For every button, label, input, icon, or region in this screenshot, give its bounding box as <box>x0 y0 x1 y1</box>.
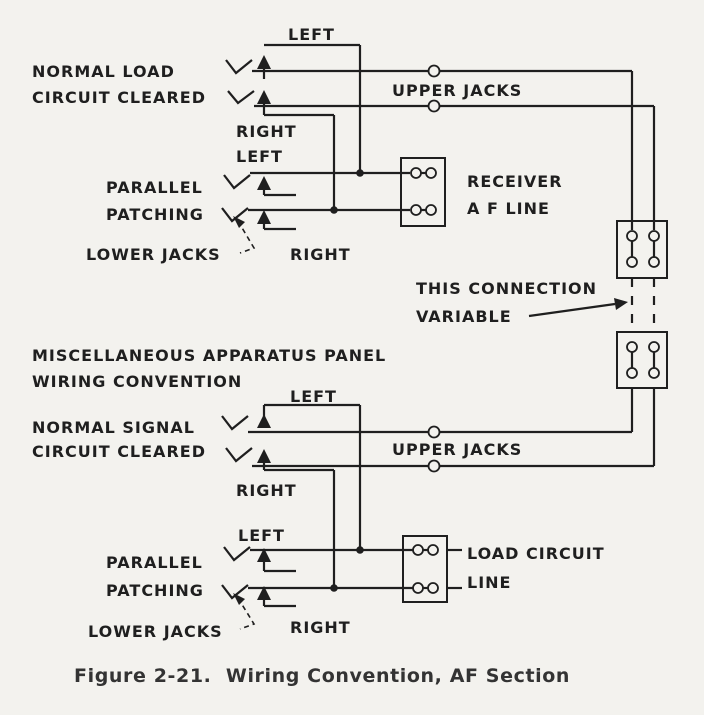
variable-connection <box>528 278 656 332</box>
label-top-right: RIGHT <box>236 122 297 141</box>
label-parallel-1: PARALLEL <box>106 178 203 197</box>
label-circuit-cleared-1: CIRCUIT CLEARED <box>32 88 206 107</box>
label-parallel-2: PARALLEL <box>106 553 203 572</box>
label-circuit-cleared-2: CIRCUIT CLEARED <box>32 442 206 461</box>
label-left-4: LEFT <box>238 526 285 545</box>
upper-jack-rings-bottom <box>427 425 441 473</box>
label-patching-1: PATCHING <box>106 205 204 224</box>
label-load-circuit: LOAD CIRCUIT <box>467 544 605 563</box>
label-lower-jacks-2: LOWER JACKS <box>88 622 223 641</box>
junction-dots-top <box>330 169 364 214</box>
label-line: LINE <box>467 573 511 592</box>
label-top-left: LEFT <box>288 25 335 44</box>
label-upper-jacks-1: UPPER JACKS <box>392 81 522 100</box>
label-misc-panel: MISCELLANEOUS APPARATUS PANEL <box>32 346 386 365</box>
upper-jack-rings-top <box>427 64 441 113</box>
label-left-2: LEFT <box>236 147 283 166</box>
label-af-line: A F LINE <box>467 199 550 218</box>
jack-symbols-bottom <box>221 414 271 600</box>
label-lower-jacks-1: LOWER JACKS <box>86 245 221 264</box>
label-this-connection: THIS CONNECTION <box>416 279 597 298</box>
label-variable: VARIABLE <box>416 307 512 326</box>
patch-box-top <box>616 220 668 279</box>
figure-caption: Figure 2-21. Wiring Convention, AF Secti… <box>74 665 570 687</box>
receiver-terminal-box <box>400 157 446 227</box>
label-right-3: RIGHT <box>236 481 297 500</box>
wires-top <box>233 43 656 254</box>
patch-box-bottom <box>616 331 668 389</box>
label-left-3: LEFT <box>290 387 337 406</box>
label-normal-load: NORMAL LOAD <box>32 62 175 81</box>
junction-dots-bottom <box>330 546 364 592</box>
label-upper-jacks-2: UPPER JACKS <box>392 440 522 459</box>
label-normal-signal: NORMAL SIGNAL <box>32 418 195 437</box>
load-circuit-terminal-box <box>402 535 448 603</box>
label-right-4: RIGHT <box>290 618 351 637</box>
label-right-2: RIGHT <box>290 245 351 264</box>
wires-bottom <box>233 388 656 630</box>
label-wiring-convention: WIRING CONVENTION <box>32 372 242 391</box>
label-patching-2: PATCHING <box>106 581 204 600</box>
label-receiver: RECEIVER <box>467 172 563 191</box>
